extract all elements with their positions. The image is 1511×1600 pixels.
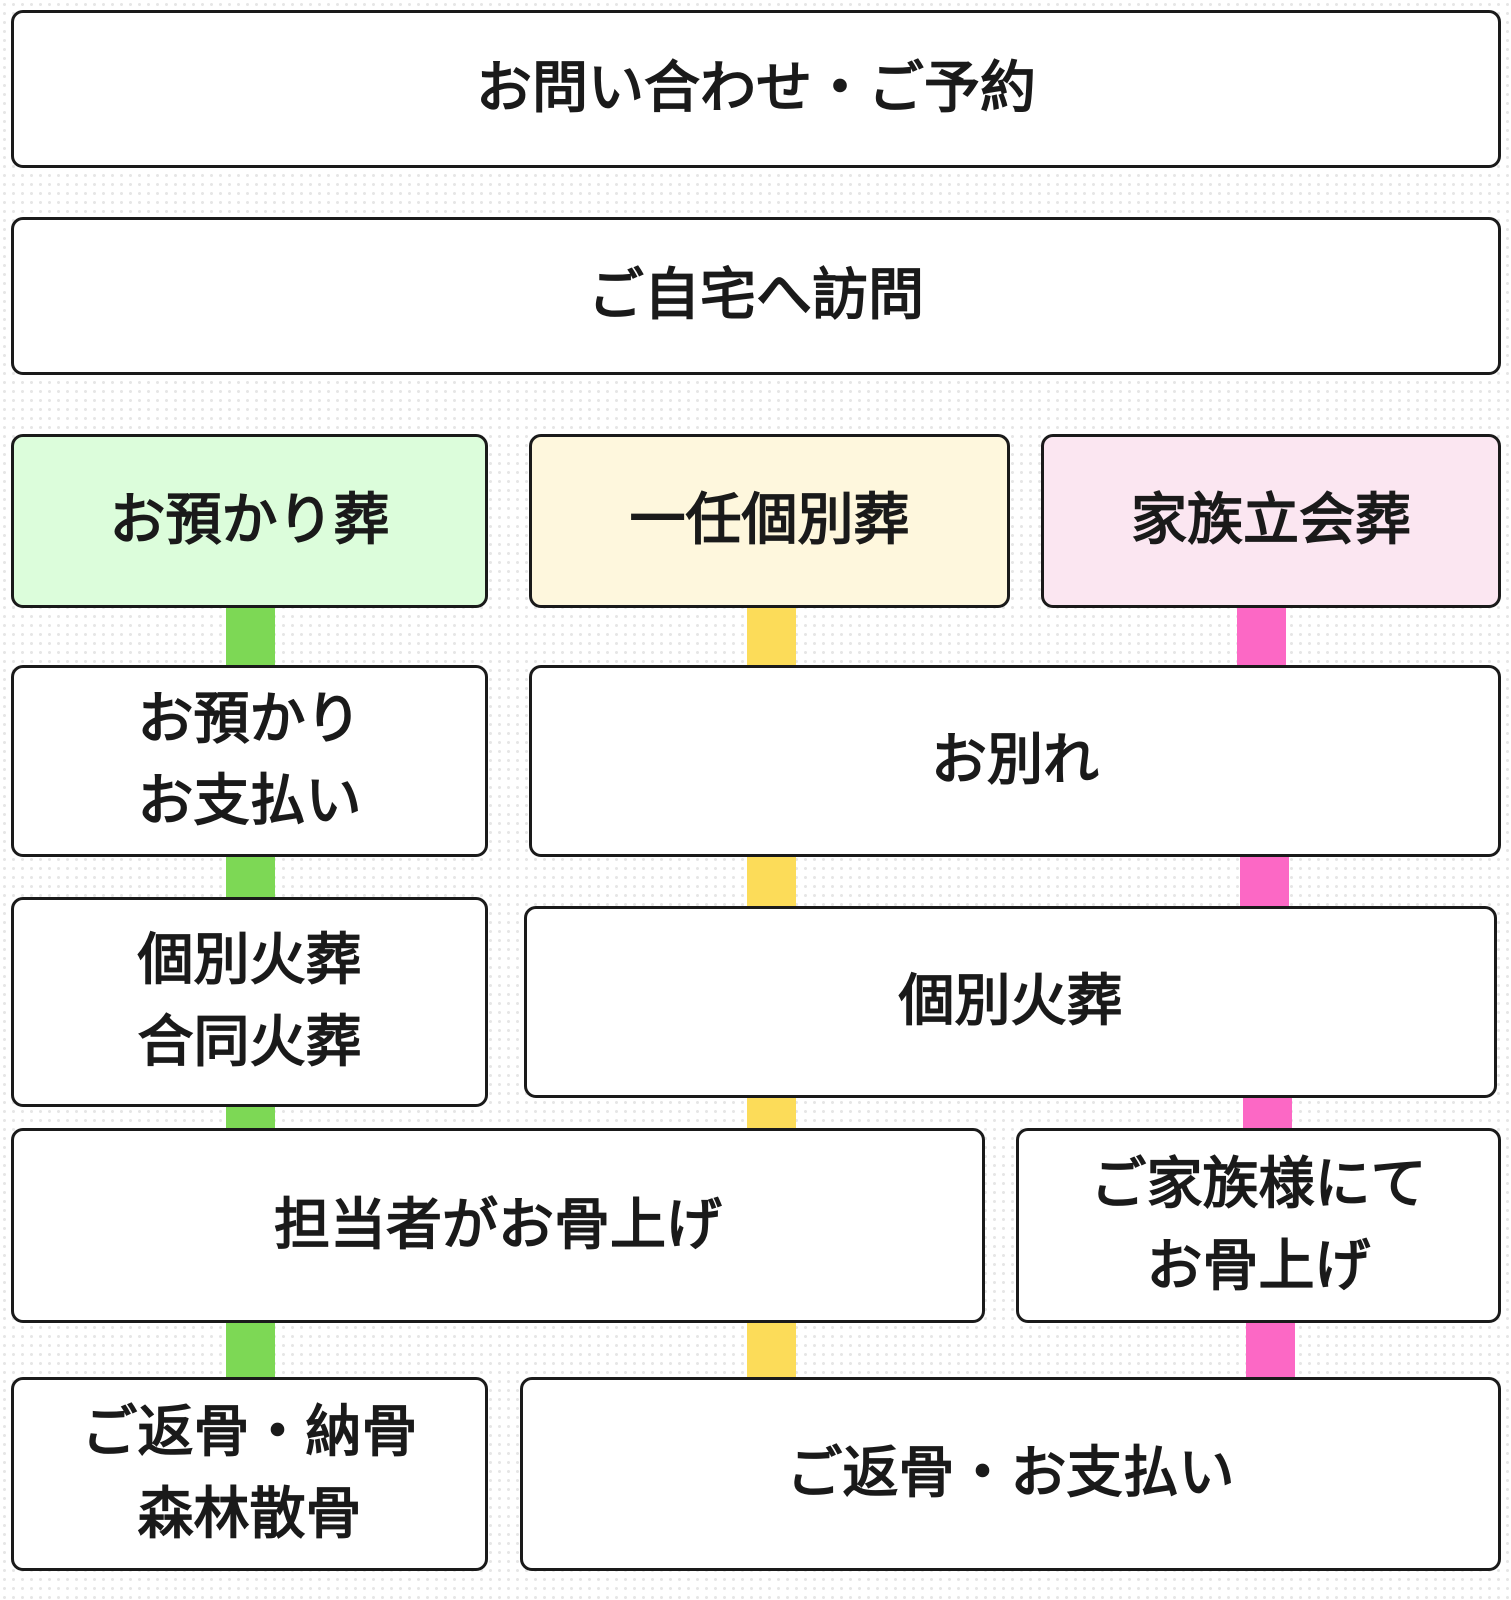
plan-kazoku: 家族立会葬 bbox=[1041, 434, 1501, 608]
home-visit-label: ご自宅へ訪問 bbox=[588, 263, 924, 328]
plan-ichinin-label: 一任個別葬 bbox=[629, 488, 910, 553]
connector-azukari-2 bbox=[226, 852, 275, 902]
connector-azukari-3 bbox=[226, 1102, 275, 1132]
farewell-label: お別れ bbox=[931, 728, 1099, 793]
individual-cremation-label: 個別火葬 bbox=[898, 969, 1123, 1034]
azukari-final-line-1: ご返骨・納骨 bbox=[81, 1400, 418, 1465]
azukari-final-line-2: 森林散骨 bbox=[137, 1482, 362, 1547]
plan-azukari-label: お預かり葬 bbox=[109, 488, 390, 553]
contact-label: お問い合わせ・ご予約 bbox=[476, 56, 1036, 121]
return-payment-step: ご返骨・お支払い bbox=[520, 1377, 1501, 1571]
contact-step: お問い合わせ・ご予約 bbox=[11, 10, 1501, 168]
staff-bone-collection-label: 担当者がお骨上げ bbox=[274, 1192, 722, 1258]
return-payment-label: ご返骨・お支払い bbox=[786, 1441, 1235, 1506]
connector-azukari-1 bbox=[226, 598, 275, 670]
connector-ichinin-4 bbox=[747, 1318, 796, 1382]
family-bone-collection-line-1: ご家族様にて bbox=[1090, 1151, 1427, 1217]
plan-azukari: お預かり葬 bbox=[11, 434, 488, 608]
home-visit-step: ご自宅へ訪問 bbox=[11, 217, 1501, 375]
connector-ichinin-2 bbox=[747, 852, 796, 912]
family-bone-collection-line-2: お骨上げ bbox=[1146, 1233, 1371, 1299]
connector-ichinin-3 bbox=[747, 1092, 796, 1132]
family-bone-collection-step: ご家族様にて お骨上げ bbox=[1016, 1128, 1501, 1323]
azukari-cremation-line-1: 個別火葬 bbox=[137, 928, 362, 993]
azukari-payment-step: お預かり お支払い bbox=[11, 665, 488, 857]
azukari-cremation-step: 個別火葬 合同火葬 bbox=[11, 897, 488, 1107]
azukari-final-step: ご返骨・納骨 森林散骨 bbox=[11, 1377, 488, 1571]
farewell-step: お別れ bbox=[529, 665, 1501, 857]
azukari-payment-line-1: お預かり bbox=[137, 687, 362, 752]
individual-cremation-step: 個別火葬 bbox=[524, 906, 1497, 1098]
staff-bone-collection-step: 担当者がお骨上げ bbox=[11, 1128, 985, 1323]
connector-kazoku-4 bbox=[1246, 1318, 1295, 1382]
connector-kazoku-3 bbox=[1243, 1092, 1292, 1132]
plan-ichinin: 一任個別葬 bbox=[529, 434, 1010, 608]
connector-azukari-4 bbox=[226, 1318, 275, 1382]
connector-ichinin-1 bbox=[747, 598, 796, 670]
azukari-payment-line-2: お支払い bbox=[137, 769, 362, 834]
connector-kazoku-1 bbox=[1237, 598, 1286, 670]
plan-kazoku-label: 家族立会葬 bbox=[1131, 488, 1411, 553]
azukari-cremation-line-2: 合同火葬 bbox=[137, 1010, 362, 1075]
connector-kazoku-2 bbox=[1240, 852, 1289, 912]
